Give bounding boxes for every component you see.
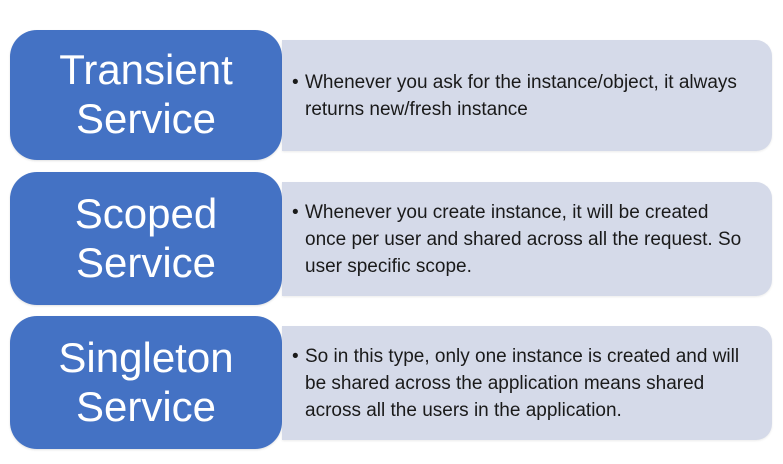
diagram-row-singleton: Singleton Service • So in this type, onl… xyxy=(0,316,783,449)
service-description-panel-singleton: • So in this type, only one instance is … xyxy=(282,326,772,440)
service-description-panel-transient: • Whenever you ask for the instance/obje… xyxy=(282,40,772,151)
service-title: Singleton Service xyxy=(58,333,234,430)
service-title: Transient Service xyxy=(59,46,233,142)
bullet-marker: • xyxy=(292,345,299,367)
service-description: Whenever you create instance, it will be… xyxy=(305,201,742,277)
service-title-box-singleton: Singleton Service xyxy=(10,316,282,449)
service-title: Scoped Service xyxy=(74,189,218,286)
bullet-marker: • xyxy=(292,201,299,223)
description-block: • Whenever you ask for the instance/obje… xyxy=(282,69,772,123)
description-block: • So in this type, only one instance is … xyxy=(282,343,772,424)
service-title-box-scoped: Scoped Service xyxy=(10,172,282,305)
description-block: • Whenever you create instance, it will … xyxy=(282,199,772,280)
service-description: Whenever you ask for the instance/object… xyxy=(305,71,737,120)
service-description: So in this type, only one instance is cr… xyxy=(305,345,740,421)
service-title-box-transient: Transient Service xyxy=(10,30,282,160)
bullet-marker: • xyxy=(292,71,299,93)
diagram-row-transient: Transient Service • Whenever you ask for… xyxy=(0,30,783,160)
diagram-row-scoped: Scoped Service • Whenever you create ins… xyxy=(0,172,783,305)
service-description-panel-scoped: • Whenever you create instance, it will … xyxy=(282,182,772,296)
